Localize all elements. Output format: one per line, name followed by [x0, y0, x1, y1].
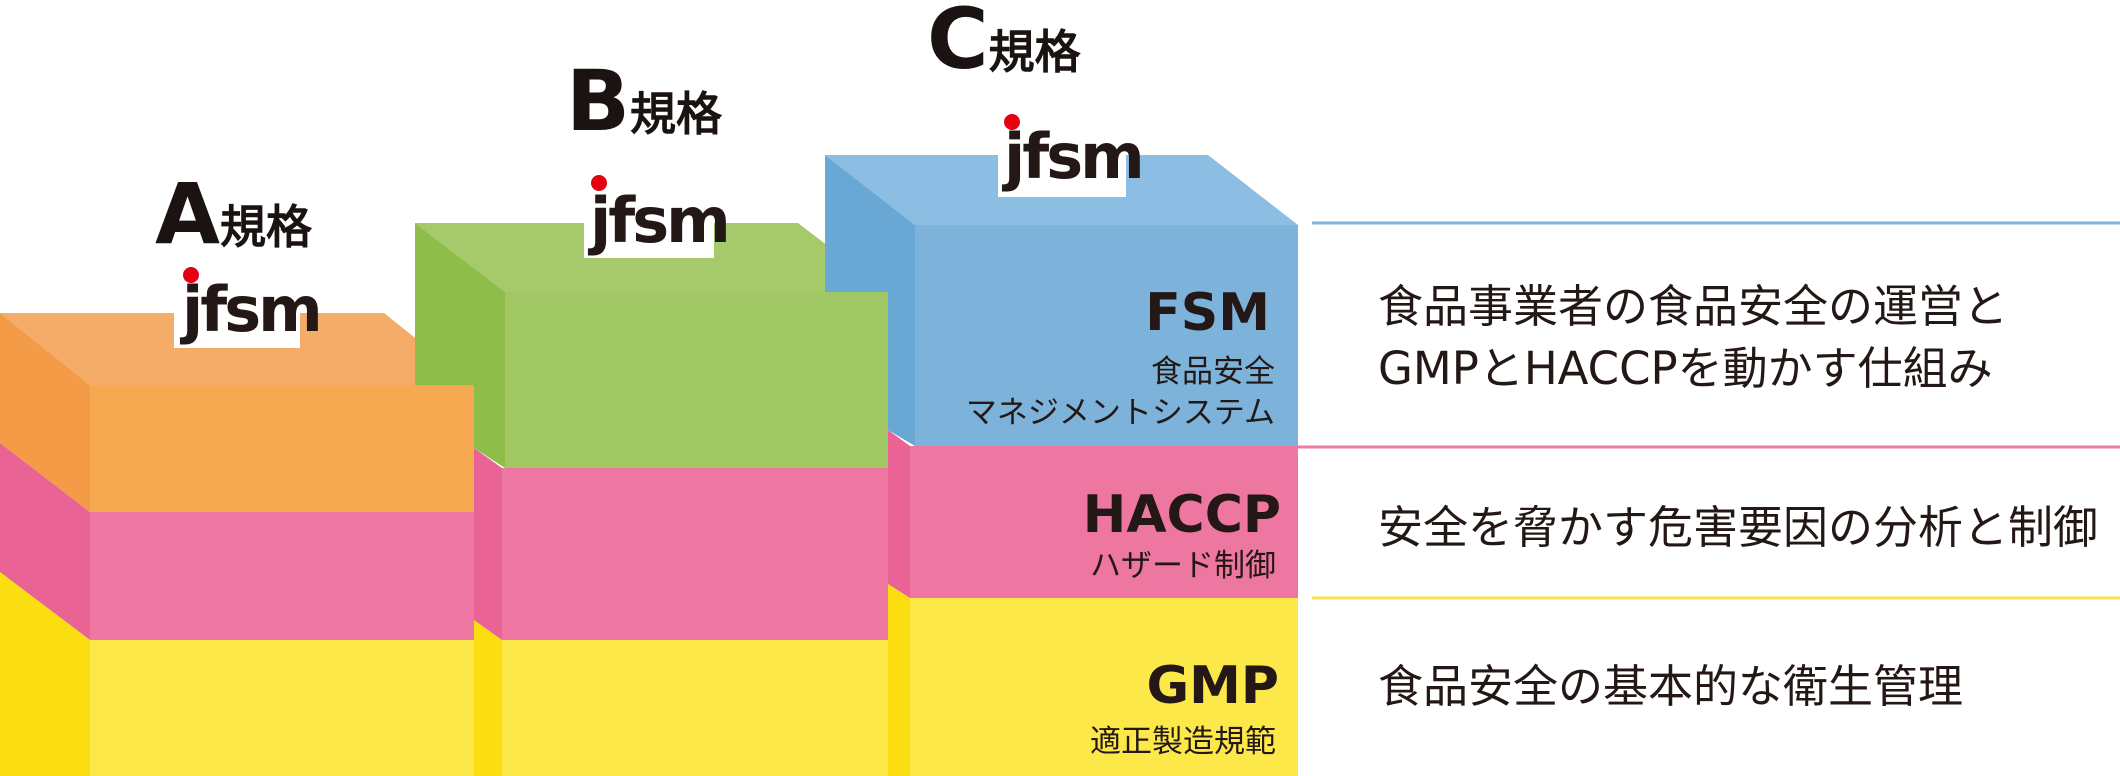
haccp-subtitle: ハザード制御 [1090, 548, 1276, 584]
block-c-haccp-side [888, 430, 910, 598]
block-c-haccp-front [910, 446, 1298, 598]
jfsm-logo-b-dot [591, 175, 607, 191]
fsm-description-line2: GMPとHACCPを動かす仕組み [1378, 342, 1993, 395]
standard-a-title: A規格 [155, 165, 313, 263]
block-b-haccp-side [474, 448, 502, 640]
fsm-subtitle-line1: 食品安全 [1151, 354, 1275, 390]
block-b [415, 223, 888, 776]
block-b-gmp-side [474, 620, 502, 776]
block-a-front [90, 385, 474, 512]
block-a-haccp-side [0, 443, 90, 640]
haccp-description: 安全を脅かす危害要因の分析と制御 [1378, 501, 2099, 554]
jfsm-logo-c: jfsm [998, 114, 1145, 197]
block-c-front [915, 225, 1298, 446]
jfsm-logo-a-text: jfsm [179, 273, 320, 346]
gmp-description: 食品安全の基本的な衛生管理 [1378, 660, 1964, 713]
jfsm-logo-a-dot [183, 267, 199, 283]
block-b-haccp-front [502, 468, 888, 640]
block-b-front [505, 292, 888, 468]
jfsm-logo-b: jfsm [584, 175, 731, 258]
block-c-gmp-side [888, 584, 910, 776]
block-c [825, 155, 1298, 776]
block-b-side [415, 223, 505, 468]
gmp-subtitle: 適正製造規範 [1090, 724, 1276, 760]
jfsm-logo-c-dot [1004, 114, 1020, 130]
gmp-title: GMP [1146, 656, 1279, 716]
block-c-side [825, 155, 915, 446]
fsm-subtitle-line2: マネジメントシステム [966, 395, 1275, 431]
fsm-description-line1: 食品事業者の食品安全の運営と [1378, 280, 2009, 333]
haccp-title: HACCP [1083, 485, 1281, 545]
standard-b-title: B規格 [566, 52, 723, 150]
block-a-haccp-front [90, 512, 474, 640]
block-b-gmp-front [502, 640, 888, 776]
block-c-gmp-front [910, 598, 1298, 776]
fsm-title: FSM [1145, 283, 1270, 343]
jfsm-logo-a: jfsm [174, 267, 323, 348]
standard-c-title: C規格 [927, 0, 1082, 88]
block-a [0, 313, 474, 776]
jfsm-logo-c-text: jfsm [1001, 120, 1142, 193]
block-a-top-face [0, 313, 474, 385]
block-a-gmp-front [90, 640, 474, 776]
block-a-side [0, 313, 90, 512]
jfsm-logo-b-text: jfsm [587, 184, 728, 257]
fsm-description: 食品事業者の食品安全の運営と GMPとHACCPを動かす仕組み [1378, 276, 2008, 400]
